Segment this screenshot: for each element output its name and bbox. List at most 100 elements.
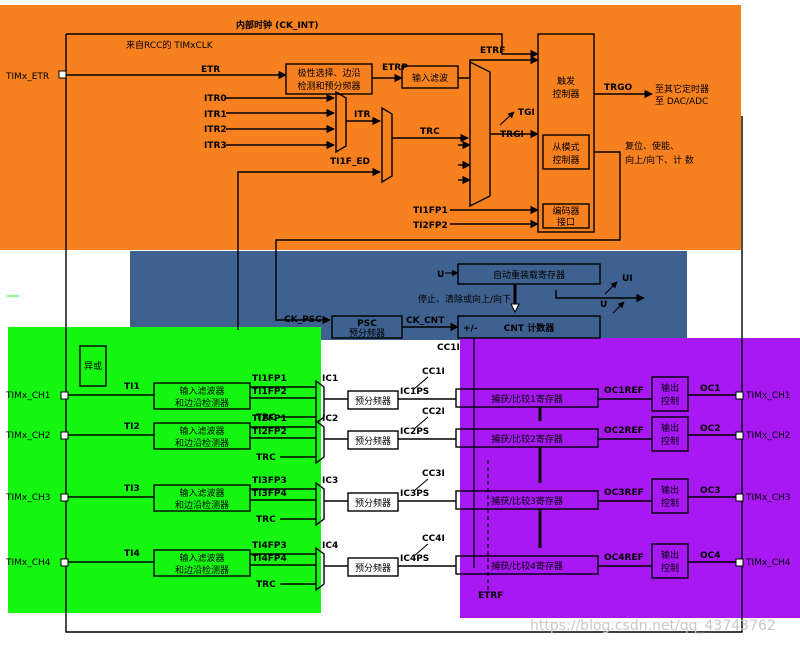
filter-text-b-1: 和边沿检测器 [175, 397, 229, 409]
itr1-label: ITR1 [204, 110, 227, 120]
ck-cnt-label: CK_CNT [406, 316, 445, 326]
slave-mode-box [542, 134, 590, 170]
ic-label-4: IC4 [322, 541, 338, 551]
filter-box-1 [153, 382, 251, 410]
cci-label-3: CC3I [422, 469, 445, 479]
trc-ch-label-4: TRC [256, 580, 276, 590]
etrf-bottom-label: ETRF [478, 591, 503, 601]
oc-label-4: OC4 [700, 551, 721, 561]
capture-text-2: 捕获/比较2寄存器 [491, 433, 563, 445]
out-ctrl-box-3 [651, 478, 689, 514]
trigger-controller-box [537, 33, 595, 233]
encoder-text-2: 接口 [557, 216, 575, 228]
region-output [460, 338, 800, 618]
capture-box-1 [455, 388, 599, 408]
reset-text-2: 向上/向下、计 数 [625, 154, 694, 166]
tgi-label: TGI [518, 108, 535, 118]
filter-box-4 [153, 549, 251, 577]
ti-label-2: TI2 [124, 422, 140, 432]
cci-arrow-2 [413, 416, 429, 430]
input-pin-label-2: TIMx_CH2 [5, 431, 51, 441]
u-bottom-label: U [600, 300, 607, 310]
itr-mux [335, 90, 347, 154]
psc-sub-text: 预分频器 [349, 327, 385, 339]
fp-a-label-4: TI4FP3 [252, 541, 287, 551]
oc-label-1: OC1 [700, 384, 721, 394]
input-pin-label-1: TIMx_CH1 [5, 391, 51, 401]
out-ctrl-box-2 [651, 416, 689, 452]
fp-b-label-2: TI2FP2 [252, 427, 287, 437]
ic-mux-3 [315, 481, 325, 527]
input-pin-1 [60, 391, 69, 400]
prescaler-text-3: 预分频器 [355, 497, 391, 509]
itr-label: ITR [354, 110, 370, 120]
ti1fp1-top-label: TI1FP1 [413, 206, 448, 216]
out-ctrl-b-3: 控制 [661, 497, 679, 509]
etr-label: ETR [201, 65, 220, 75]
output-pin-label-2: TIMx_CH2 [745, 431, 791, 441]
itr3-label: ITR3 [204, 141, 227, 151]
slave-text-2: 控制器 [552, 154, 579, 166]
prescaler-box-3 [347, 492, 399, 512]
prescaler-box-4 [347, 557, 399, 577]
oc-label-2: OC2 [700, 424, 721, 434]
filter-box-2 [153, 422, 251, 450]
output-pin-3 [735, 493, 744, 502]
cci-label-1: CC1I [422, 367, 445, 377]
ocref-label-3: OC3REF [604, 488, 644, 498]
psc-text: PSC [357, 319, 377, 329]
out-ctrl-a-3: 输出 [661, 484, 679, 496]
out-ctrl-box-4 [651, 543, 689, 579]
cci-arrow-3 [413, 478, 429, 492]
region-timebase [130, 251, 687, 340]
itr0-label: ITR0 [204, 94, 227, 104]
ic-mux-2 [315, 419, 325, 465]
output-pin-label-1: TIMx_CH1 [745, 391, 791, 401]
fp-b-label-1: TI1FP2 [252, 387, 287, 397]
input-filter-text: 输入滤波 [412, 72, 448, 84]
filter-text-a-4: 输入滤波器 [179, 552, 224, 564]
prescaler-box-2 [347, 430, 399, 450]
out-ctrl-b-1: 控制 [661, 395, 679, 407]
capture-box-4 [455, 555, 599, 575]
trc-ch-label-2: TRC [256, 453, 276, 463]
etrp-label: ETRP [382, 63, 408, 73]
output-pin-2 [735, 431, 744, 440]
ti-label-1: TI1 [124, 382, 140, 392]
trgi-mux [469, 60, 491, 208]
prescaler-text-1: 预分频器 [355, 395, 391, 407]
input-pin-2 [60, 431, 69, 440]
filter-text-b-2: 和边沿检测器 [175, 437, 229, 449]
trigger-text-2: 控制器 [552, 88, 579, 100]
ocref-label-4: OC4REF [604, 553, 644, 563]
prescaler-box-1 [347, 390, 399, 410]
fp-a-label-1: TI1FP1 [252, 374, 287, 384]
region-input [8, 327, 321, 613]
input-filter-box [401, 65, 459, 89]
filter-text-a-3: 输入滤波器 [179, 487, 224, 499]
out-ctrl-box-1 [651, 376, 689, 412]
u-top-label: U [437, 270, 444, 280]
ic-mux-1 [315, 379, 325, 425]
icps-label-4: IC4PS [400, 554, 429, 564]
ck-psc-label: CK_PSC [284, 315, 322, 325]
icps-label-3: IC3PS [400, 489, 429, 499]
ti1f-ed-label: TI1F_ED [330, 157, 370, 167]
cnt-text: CNT 计数器 [504, 322, 555, 334]
fp-b-label-4: TI4FP4 [252, 554, 287, 564]
input-pin-4 [60, 558, 69, 567]
ti-label-3: TI3 [124, 484, 140, 494]
ocref-label-1: OC1REF [604, 386, 644, 396]
ic-label-1: IC1 [322, 374, 338, 384]
to-timers-2: 至 DAC/ADC [655, 96, 708, 107]
input-pin-label-3: TIMx_CH3 [5, 493, 51, 503]
capture-text-1: 捕获/比较1寄存器 [491, 393, 563, 405]
polarity-text-1: 极性选择、边沿 [297, 67, 360, 79]
out-ctrl-a-2: 输出 [661, 422, 679, 434]
filter-text-b-3: 和边沿检测器 [175, 499, 229, 511]
reset-text-1: 复位、使能、 [625, 140, 679, 152]
trc-label: TRC [420, 127, 440, 137]
timx-etr-label: TIMx_ETR [5, 72, 49, 82]
trgo-label: TRGO [604, 83, 632, 93]
